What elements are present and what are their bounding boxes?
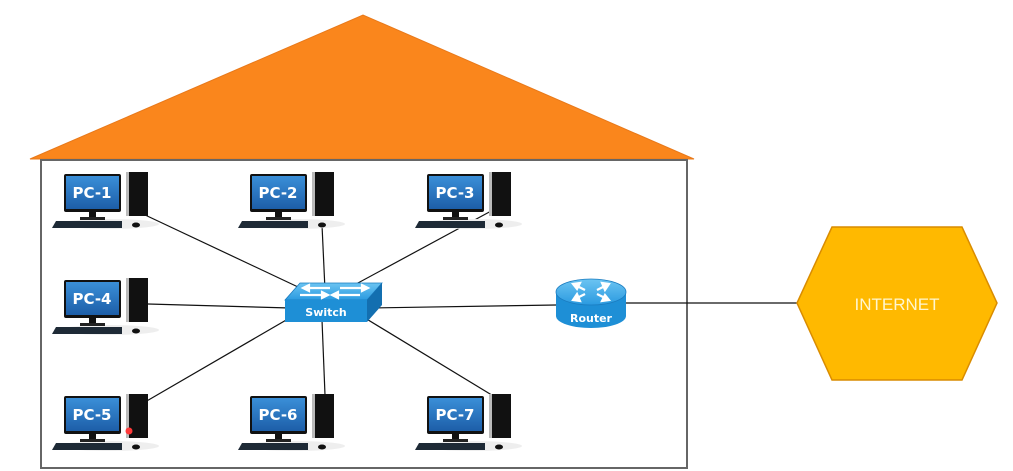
link-pc4-switch xyxy=(147,303,291,309)
pc-label: PC-5 xyxy=(72,406,111,424)
switch-icon xyxy=(284,282,383,322)
switch[interactable]: Switch xyxy=(284,282,383,322)
pc-label: PC-3 xyxy=(435,184,474,202)
links xyxy=(142,209,798,403)
internet[interactable]: INTERNET xyxy=(796,226,998,381)
pc-6[interactable]: PC-6 xyxy=(238,394,345,451)
link-pc7-switch xyxy=(359,314,496,398)
pc-1[interactable]: PC-1 xyxy=(52,172,159,229)
pc-label: PC-2 xyxy=(258,184,297,202)
pc-label: PC-7 xyxy=(435,406,474,424)
house-roof xyxy=(29,14,695,160)
pc-2[interactable]: PC-2 xyxy=(238,172,345,229)
internet-hexagon xyxy=(796,226,998,381)
pc-label: PC-4 xyxy=(72,290,111,308)
link-pc6-switch xyxy=(321,319,326,396)
internet-label: INTERNET xyxy=(855,295,940,314)
router-icon xyxy=(555,278,627,328)
pc-3[interactable]: PC-3 xyxy=(415,172,522,229)
link-pc5-switch xyxy=(144,311,301,403)
router-label: Router xyxy=(570,312,613,325)
pc-5[interactable]: PC-5 xyxy=(52,394,159,451)
pc-7[interactable]: PC-7 xyxy=(415,394,522,451)
pc-label: PC-6 xyxy=(258,406,297,424)
switch-label: Switch xyxy=(305,306,346,319)
link-pc2-switch xyxy=(321,224,326,291)
router[interactable]: Router xyxy=(555,278,627,328)
power-led-icon xyxy=(125,427,133,435)
link-switch-router xyxy=(369,304,557,309)
pc-4[interactable]: PC-4 xyxy=(52,278,159,335)
link-pc1-switch xyxy=(142,213,316,296)
pc-label: PC-1 xyxy=(72,184,111,202)
